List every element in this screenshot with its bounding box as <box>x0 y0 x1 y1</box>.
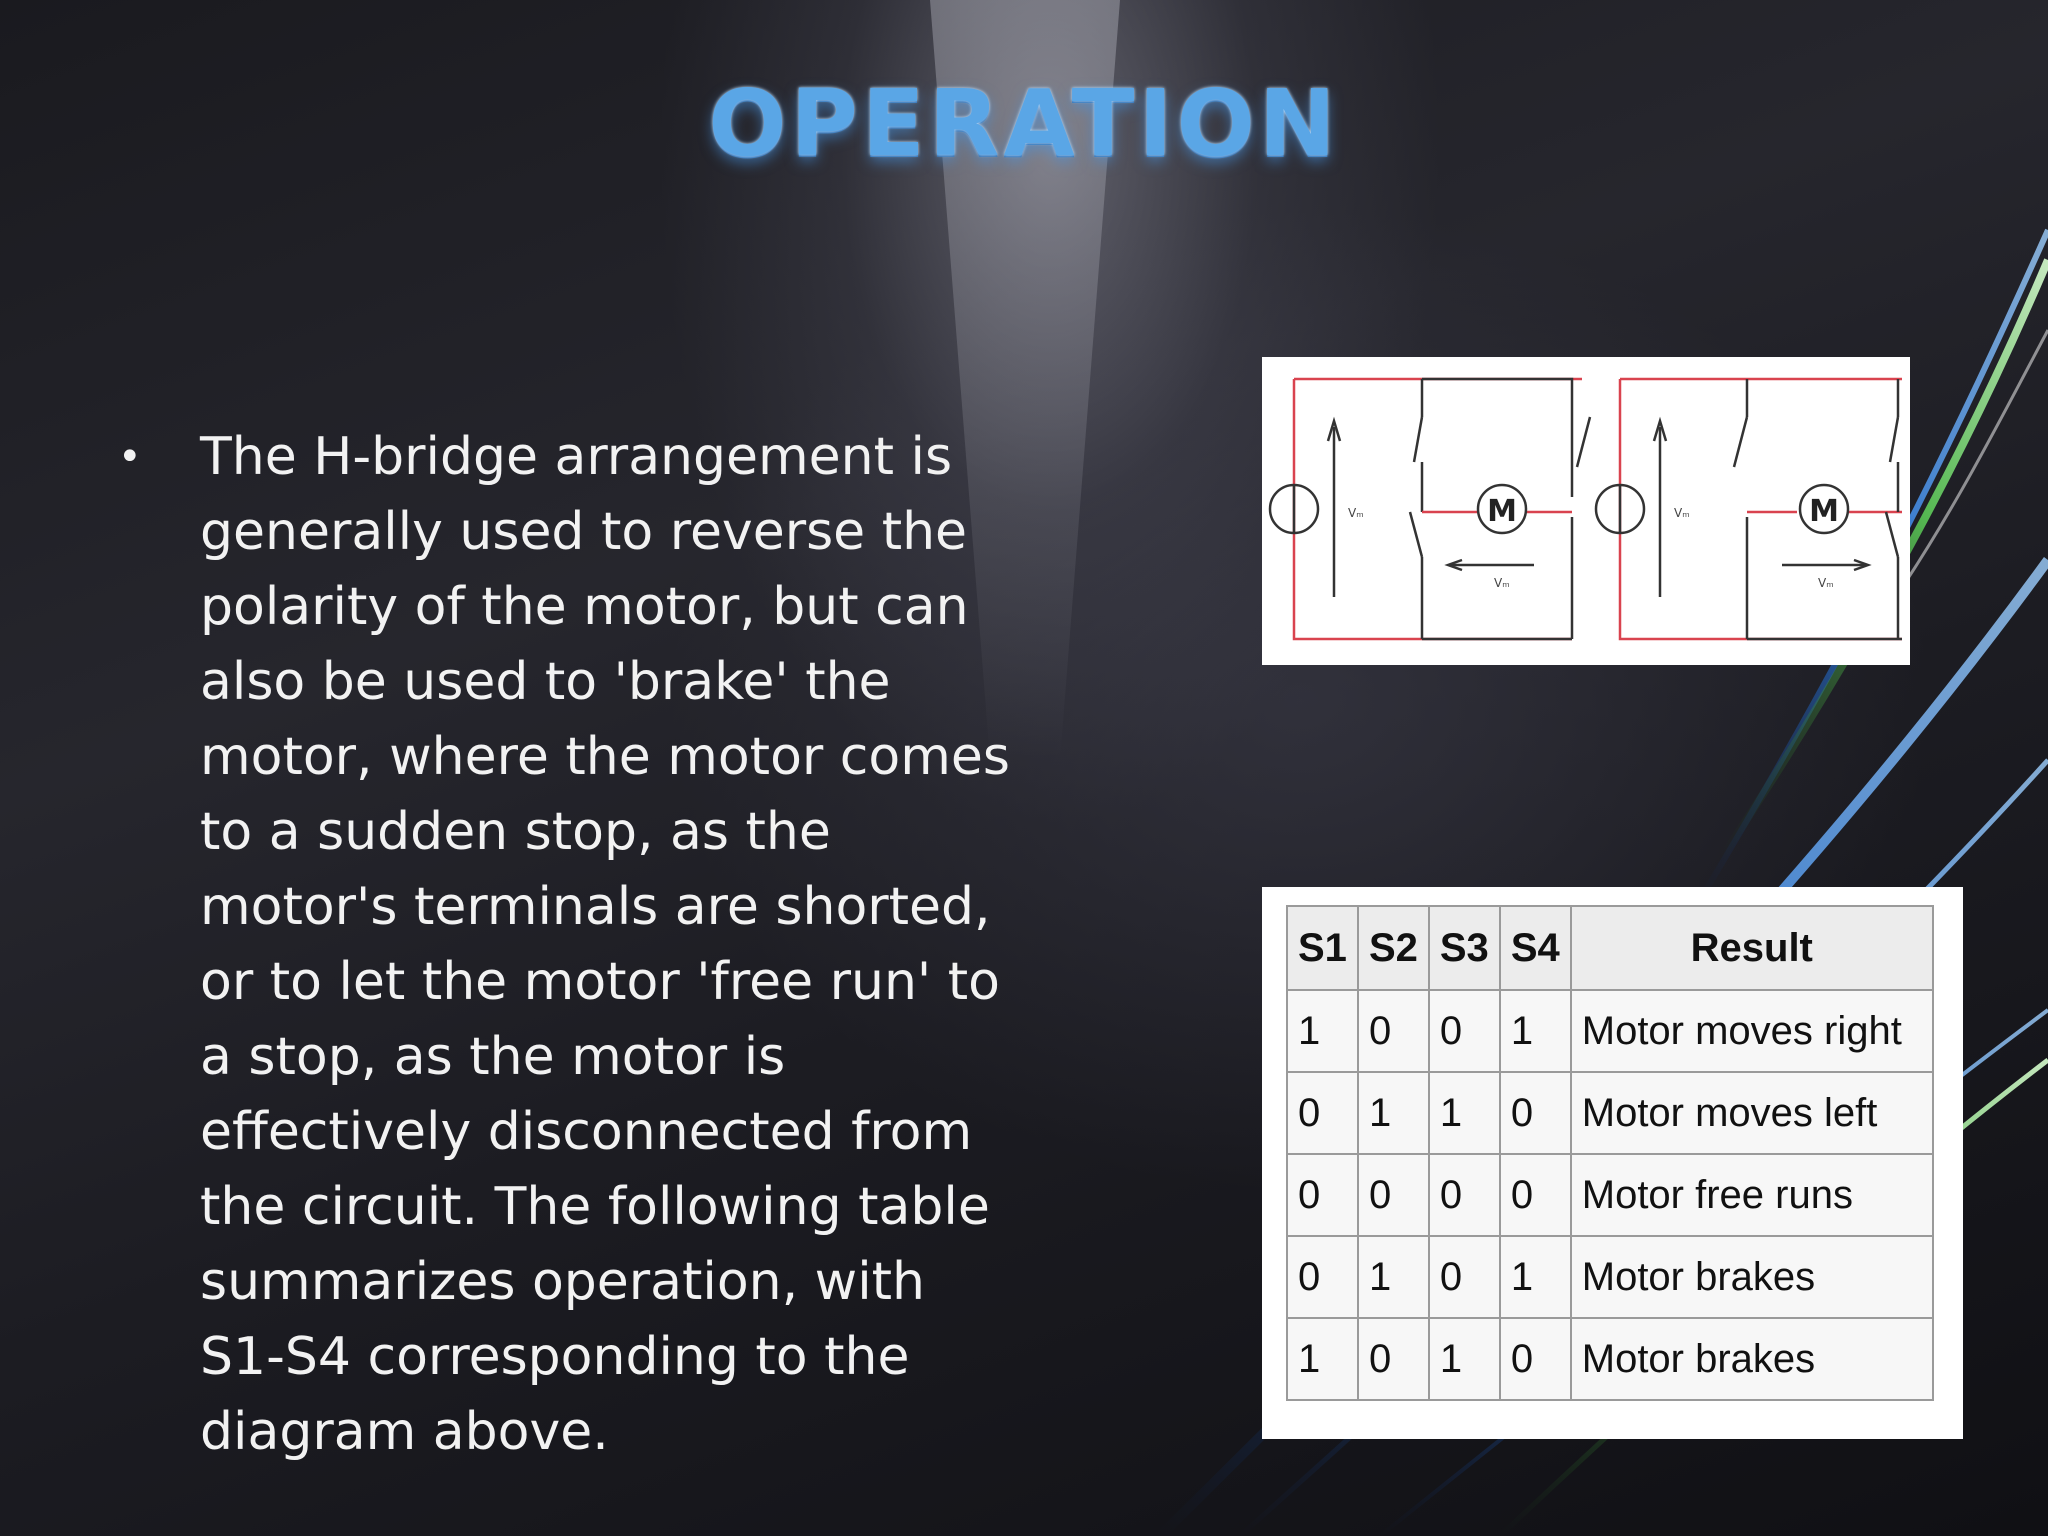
header-s3: S3 <box>1427 905 1501 991</box>
cell-result: Motor moves right <box>1569 989 1934 1073</box>
cell-result: Motor brakes <box>1569 1317 1934 1401</box>
paragraph-line: motor, where the motor comes <box>200 727 1010 787</box>
truth-table: S1 S2 S3 S4 Result 1 0 0 1 Motor moves r… <box>1286 905 1934 1401</box>
table-row: 0 1 0 1 Motor brakes <box>1286 1235 1934 1319</box>
cell-s4: 0 <box>1498 1317 1572 1401</box>
motor-voltage-label-right: Vₘ <box>1818 576 1834 590</box>
header-s1: S1 <box>1286 905 1359 991</box>
cell-s1: 1 <box>1286 1317 1359 1401</box>
table-row: 1 0 0 1 Motor moves right <box>1286 989 1934 1073</box>
cell-result: Motor moves left <box>1569 1071 1934 1155</box>
paragraph-line: summarizes operation, with <box>200 1252 926 1312</box>
cell-result: Motor free runs <box>1569 1153 1934 1237</box>
paragraph-line: a stop, as the motor is <box>200 1027 786 1087</box>
cell-s2: 0 <box>1356 1153 1430 1237</box>
cell-s2: 1 <box>1356 1235 1430 1319</box>
header-result: Result <box>1569 905 1934 991</box>
cell-s4: 0 <box>1498 1071 1572 1155</box>
motor-voltage-label-left: Vₘ <box>1494 576 1510 590</box>
cell-result: Motor brakes <box>1569 1235 1934 1319</box>
table-row: 1 0 1 0 Motor brakes <box>1286 1317 1934 1401</box>
table-row: 0 1 1 0 Motor moves left <box>1286 1071 1934 1155</box>
source-label-right: Vₘ <box>1674 506 1690 520</box>
motor-label-right: M <box>1809 494 1839 529</box>
truth-table-panel: S1 S2 S3 S4 Result 1 0 0 1 Motor moves r… <box>1262 887 1963 1439</box>
table-header-row: S1 S2 S3 S4 Result <box>1286 905 1934 991</box>
cell-s4: 0 <box>1498 1153 1572 1237</box>
h-bridge-diagram: M Vₘ Vₘ M Vₘ Vₘ <box>1262 357 1910 665</box>
paragraph-text: The H-bridge arrangement is generally us… <box>200 420 1040 1470</box>
cell-s2: 1 <box>1356 1071 1430 1155</box>
cell-s3: 1 <box>1427 1071 1501 1155</box>
paragraph-line: The H-bridge arrangement is <box>200 427 953 487</box>
paragraph-line: also be used to 'brake' the <box>200 652 891 712</box>
cell-s2: 0 <box>1356 1317 1430 1401</box>
cell-s3: 0 <box>1427 1235 1501 1319</box>
cell-s3: 1 <box>1427 1317 1501 1401</box>
cell-s1: 0 <box>1286 1235 1359 1319</box>
circuit-right <box>1594 377 1902 641</box>
paragraph-line: diagram above. <box>200 1402 609 1462</box>
cell-s1: 0 <box>1286 1153 1359 1237</box>
cell-s1: 1 <box>1286 989 1359 1073</box>
cell-s3: 0 <box>1427 1153 1501 1237</box>
h-bridge-circuits: M Vₘ Vₘ M Vₘ Vₘ <box>1268 377 1902 641</box>
header-s2: S2 <box>1356 905 1430 991</box>
header-s4: S4 <box>1498 905 1572 991</box>
cell-s1: 0 <box>1286 1071 1359 1155</box>
paragraph-line: the circuit. The following table <box>200 1177 990 1237</box>
cell-s4: 1 <box>1498 989 1572 1073</box>
paragraph-line: generally used to reverse the <box>200 502 968 562</box>
paragraph-line: motor's terminals are shorted, <box>200 877 991 937</box>
circuit-left <box>1268 377 1592 641</box>
cell-s3: 0 <box>1427 989 1501 1073</box>
paragraph-line: S1-S4 corresponding to the <box>200 1327 910 1387</box>
cell-s4: 1 <box>1498 1235 1572 1319</box>
paragraph-line: polarity of the motor, but can <box>200 577 969 637</box>
motor-label-left: M <box>1487 494 1517 529</box>
source-label-left: Vₘ <box>1348 506 1364 520</box>
paragraph-line: or to let the motor 'free run' to <box>200 952 1000 1012</box>
slide-title: OPERATION <box>708 70 1340 177</box>
paragraph-line: to a sudden stop, as the <box>200 802 831 862</box>
table-row: 0 0 0 0 Motor free runs <box>1286 1153 1934 1237</box>
paragraph-line: effectively disconnected from <box>200 1102 973 1162</box>
cell-s2: 0 <box>1356 989 1430 1073</box>
bullet-marker: • <box>118 434 142 480</box>
